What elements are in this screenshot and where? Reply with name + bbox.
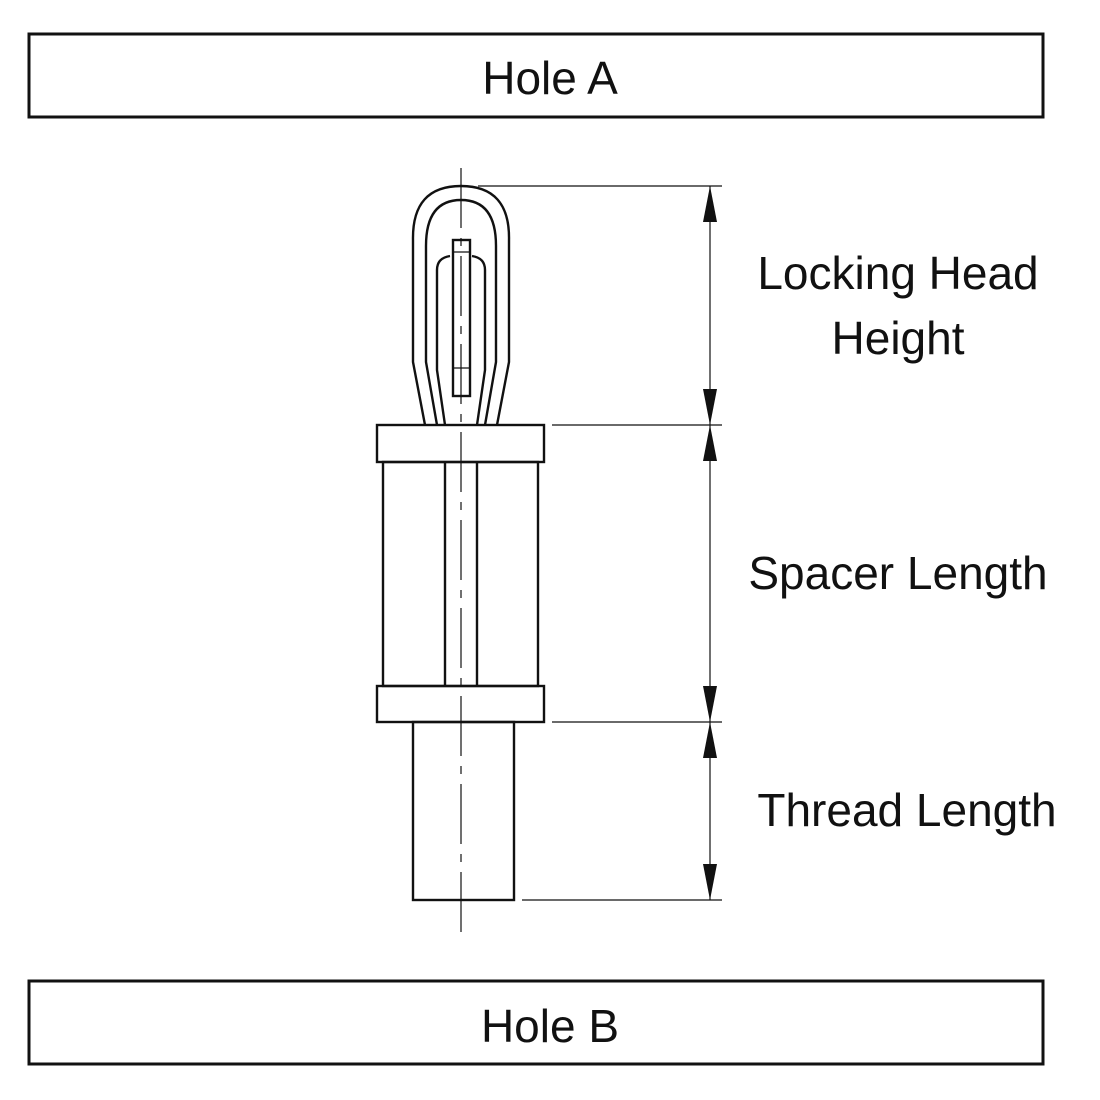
- hole-a-box: Hole A: [27, 32, 1045, 119]
- locking-head-inner: [424, 198, 498, 426]
- dimension-labels: Locking Head Height Spacer Length Thread…: [748, 247, 1056, 836]
- dimension-lines: [703, 186, 717, 900]
- spacer-length-label: Spacer Length: [748, 547, 1047, 599]
- arrow-head-top: [703, 186, 717, 222]
- hole-b-box: Hole B: [27, 979, 1045, 1066]
- thread-length-label: Thread Length: [757, 784, 1056, 836]
- thread-body: [411, 720, 516, 902]
- locking-head-arm-left: [435, 254, 451, 426]
- arrow-head-bottom: [703, 389, 717, 425]
- hole-a-frame: [27, 32, 1045, 119]
- arrow-thread-top: [703, 722, 717, 758]
- locking-head-pin: [451, 238, 472, 398]
- arrow-spacer-bottom: [703, 686, 717, 722]
- hole-b-label: Hole B: [481, 1000, 619, 1052]
- locking-head-outer: [411, 184, 511, 426]
- arrow-thread-bottom: [703, 864, 717, 900]
- hole-b-frame: [27, 979, 1045, 1066]
- locking-head-arm-right: [471, 254, 487, 426]
- locking-head-label-line1: Locking Head: [757, 247, 1038, 299]
- locking-head-label-line2: Height: [832, 312, 965, 364]
- arrow-spacer-top: [703, 425, 717, 461]
- hole-a-label: Hole A: [482, 52, 618, 104]
- spacer-part: [375, 168, 546, 932]
- extension-lines: [478, 185, 722, 901]
